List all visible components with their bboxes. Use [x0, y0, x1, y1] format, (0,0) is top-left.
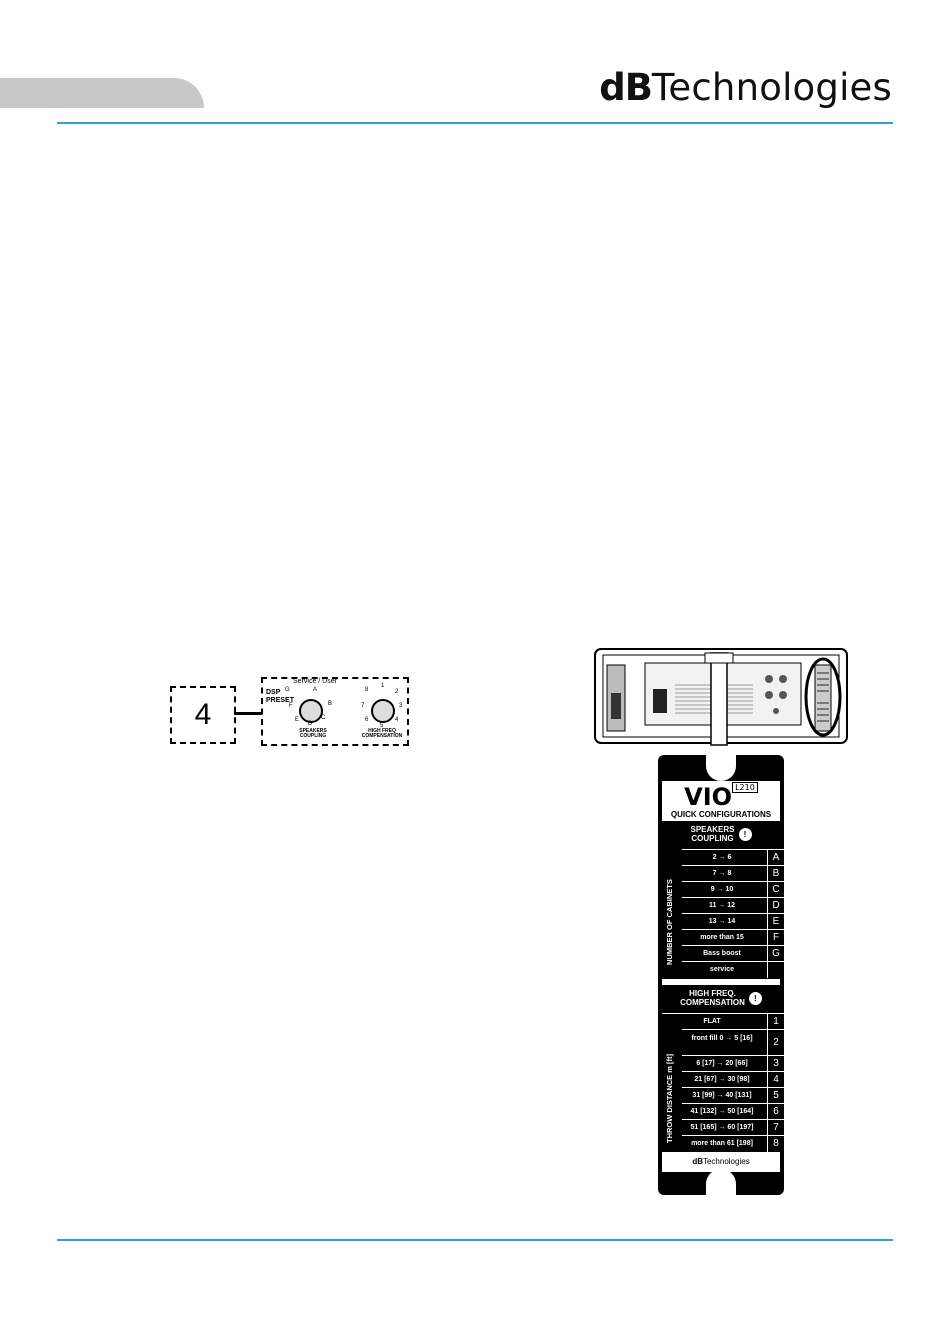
coupling-mark: B: [328, 701, 333, 707]
hf-mark: 7: [361, 703, 365, 709]
brand-logo: dBTechnologies: [599, 66, 892, 109]
card-top-notch: [706, 755, 736, 781]
clock-icon: !: [738, 827, 752, 841]
card-footer-logo: dBTechnologies: [692, 1157, 750, 1166]
hf-row: front fill 0 → 5 [16]2: [682, 1029, 784, 1056]
reference-number: 4: [194, 698, 212, 731]
section-tab: [0, 78, 204, 108]
hf-heading: HIGH FREQ.COMPENSATION!: [662, 989, 780, 1007]
service-user-label: Service / User: [293, 678, 337, 685]
throw-distance-label: THROW DISTANCE m [ft]: [665, 1053, 674, 1143]
speaker-back-illustration: [594, 648, 848, 746]
hf-mark: 5: [380, 723, 384, 729]
header-rule: [57, 122, 893, 124]
coupling-mark: C: [321, 715, 326, 721]
dsp-preset-panel: DSP PRESET Service / User G A B C D E F …: [261, 677, 409, 746]
footer-rule: [57, 1239, 893, 1241]
hf-row: 21 [67] → 30 [98]4: [682, 1071, 784, 1088]
reference-connector: [234, 712, 262, 715]
hf-row: 51 [165] → 60 [197]7: [682, 1119, 784, 1136]
hf-mark: 1: [381, 683, 385, 689]
section-separator: [662, 979, 780, 985]
card-footer-box: dBTechnologies: [662, 1152, 780, 1172]
coupling-mark: D: [308, 721, 313, 727]
hf-mark: 3: [399, 703, 403, 709]
coupling-knob: [299, 699, 323, 723]
hf-row: 41 [132] → 50 [164]6: [682, 1103, 784, 1120]
hf-knob: [371, 699, 395, 723]
hf-row: 31 [99] → 40 [131]5: [682, 1087, 784, 1104]
coupling-row: service: [682, 961, 784, 978]
cabinets-label: NUMBER OF CABINETS: [665, 879, 674, 965]
coupling-mark: A: [313, 687, 318, 693]
coupling-mark: G: [285, 687, 290, 693]
hf-mark: 2: [395, 689, 399, 695]
clock-icon: !: [748, 991, 762, 1005]
card-subtitle: QUICK CONFIGURATIONS: [670, 810, 772, 819]
coupling-mark: E: [295, 717, 300, 723]
coupling-mark: F: [289, 703, 293, 709]
hf-row: more than 61 [198]8: [682, 1135, 784, 1152]
card-bottom-notch: [706, 1169, 736, 1195]
hf-mark: 6: [365, 717, 369, 723]
dsp-label-1: DSP: [266, 689, 281, 696]
hf-row: 6 [17] → 20 [66]3: [682, 1055, 784, 1072]
hf-mark: 8: [365, 687, 369, 693]
dsp-label-2: PRESET: [266, 697, 295, 704]
hf-mark: 4: [395, 717, 399, 723]
reference-number-box: 4: [170, 686, 236, 744]
